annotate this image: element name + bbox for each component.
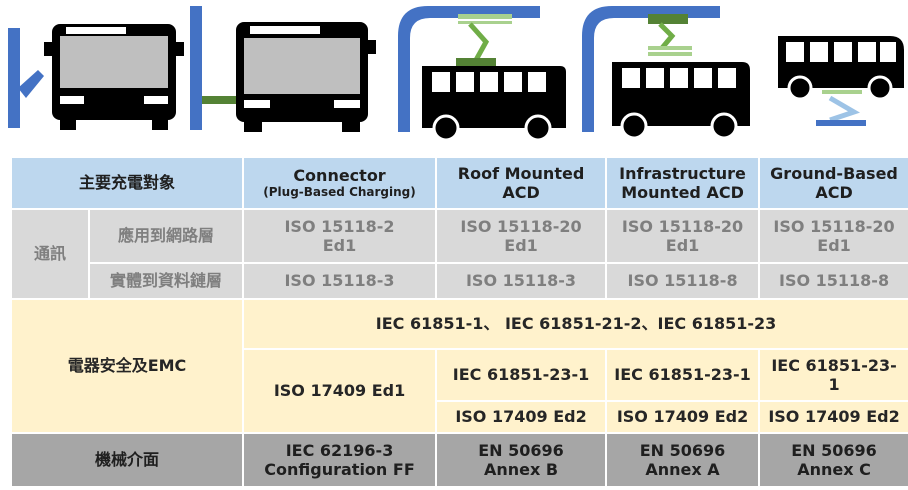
bus-roof-pantograph-icon [398, 6, 566, 142]
bus-front-cable-icon [190, 6, 376, 132]
comm-phys-connector: ISO 15118-3 [242, 262, 438, 300]
comm-app-roof: ISO 15118-20 Ed1 [435, 208, 608, 264]
elec-common-row: 電器安全及EMC IEC 61851-1、 IEC 61851-21-2、IEC… [9, 298, 908, 434]
elec-a-row: ISO 17409 Ed1 IEC 61851-23-1 IEC 61851-2… [11, 348, 908, 434]
header-ground-based: Ground-Based ACD [758, 156, 908, 210]
standards-table: 主要充電對象 Connector (Plug-Based Charging) R… [9, 156, 908, 488]
bus-front-connector-icon [8, 24, 184, 130]
elec-infra-b: ISO 17409 Ed2 [605, 400, 761, 434]
comm-app-row: 通訊 應用到網路層 ISO 15118-2 Ed1 ISO 15118-20 E… [10, 208, 908, 300]
mech-roof: EN 50696 Annex B [435, 432, 608, 488]
elec-ground-b: ISO 17409 Ed2 [758, 400, 908, 434]
mech-connector: IEC 62196-3 Configuration FF [242, 432, 438, 488]
elec-label: 電器安全及EMC [9, 298, 245, 434]
header-infra-mounted: Infrastructure Mounted ACD [605, 156, 761, 210]
mech-label: 機械介面 [9, 432, 245, 488]
bus-infra-pantograph-icon [582, 6, 750, 140]
header-connector: Connector (Plug-Based Charging) [242, 156, 438, 210]
comm-app-infra: ISO 15118-20 Ed1 [605, 208, 761, 264]
header-row: 主要充電對象 Connector (Plug-Based Charging) R… [9, 156, 908, 210]
elec-roof-a: IEC 61851-23-1 [435, 348, 608, 402]
comm-phys-ground: ISO 15118-8 [758, 262, 908, 300]
elec-connector: ISO 17409 Ed1 [242, 348, 438, 434]
comm-app-ground: ISO 15118-20 Ed1 [758, 208, 908, 264]
comm-phys-infra: ISO 15118-8 [605, 262, 761, 300]
elec-common: IEC 61851-1、 IEC 61851-21-2、IEC 61851-23 [242, 298, 908, 350]
bus-ground-pantograph-icon [778, 36, 904, 126]
comm-phys-roof: ISO 15118-3 [435, 262, 608, 300]
subject-label: 主要充電對象 [9, 156, 245, 210]
elec-roof-b: ISO 17409 Ed2 [435, 400, 608, 434]
comm-app-connector: ISO 15118-2 Ed1 [242, 208, 438, 264]
elec-ground-a: IEC 61851-23- 1 [758, 348, 908, 402]
header-roof-mounted: Roof Mounted ACD [435, 156, 608, 210]
comm-app-label: 應用到網路層 [87, 208, 245, 264]
comm-label: 通訊 [10, 208, 90, 300]
mech-row: 機械介面 IEC 62196-3 Configuration FF EN 506… [9, 432, 908, 488]
mech-infra: EN 50696 Annex A [605, 432, 761, 488]
elec-b-row: ISO 17409 Ed2 ISO 17409 Ed2 ISO 17409 Ed… [11, 400, 908, 434]
comm-phys-label: 實體到資料鏈層 [87, 262, 245, 300]
charging-methods-illustration [8, 6, 904, 142]
comm-phys-row: 實體到資料鏈層 ISO 15118-3 ISO 15118-3 ISO 1511… [11, 262, 908, 300]
mech-ground: EN 50696 Annex C [758, 432, 908, 488]
elec-infra-a: IEC 61851-23-1 [605, 348, 761, 402]
